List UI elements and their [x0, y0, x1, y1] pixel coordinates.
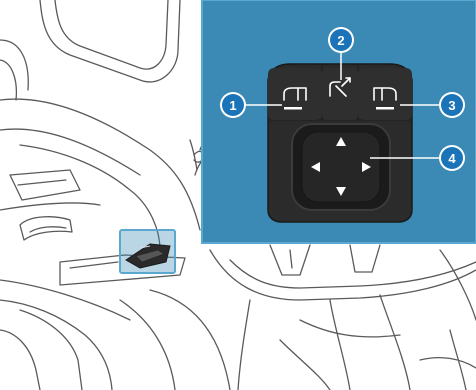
fold-in-mirror-right-button[interactable] [358, 68, 412, 120]
fold-in-mirror-left-button[interactable] [268, 68, 322, 120]
callout-number: 4 [448, 151, 456, 166]
callout-number: 3 [448, 98, 455, 113]
callout-number: 2 [337, 33, 344, 48]
direction-pad[interactable] [292, 124, 390, 210]
fold-mirrors-button[interactable] [322, 68, 358, 120]
callout-number: 1 [229, 98, 236, 113]
